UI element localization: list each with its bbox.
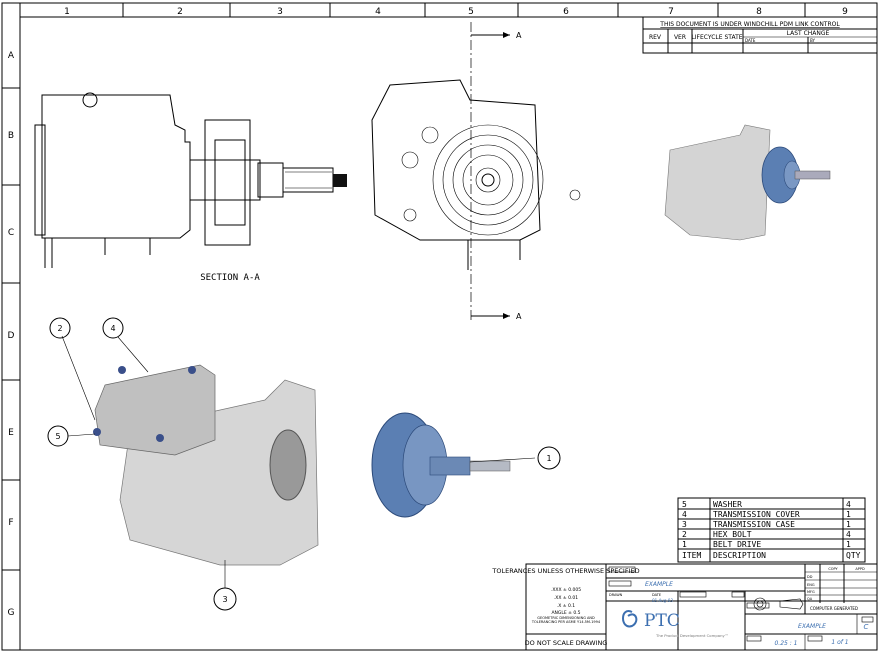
zone-row: E (8, 428, 14, 438)
zone-col: 9 (842, 7, 848, 17)
rev-header: REV (649, 34, 662, 41)
bom-description: TRANSMISSION_CASE (713, 520, 795, 529)
title-block: TOLERANCES UNLESS OTHERWISE SPECIFIED .X… (491, 563, 878, 651)
sheet-number: 1 of 1 (831, 639, 848, 646)
sheet-size: C (864, 623, 869, 631)
projection-symbol-icon (753, 597, 804, 611)
zone-col: 1 (64, 7, 70, 17)
scale-value: 0.25 : 1 (774, 640, 797, 647)
zone-col: 2 (177, 7, 183, 17)
check-row: ENG (807, 583, 815, 587)
company-tagline: The Product Development Company™ (655, 633, 729, 638)
isometric-view (664, 124, 831, 241)
bom-qty: 4 (846, 500, 851, 509)
part-name: EXAMPLE (645, 581, 673, 588)
bom-row: 3 TRANSMISSION_CASE 1 (682, 520, 851, 529)
bom-description: TRANSMISSION_COVER (713, 510, 800, 519)
zone-col: 8 (756, 7, 762, 17)
date-value: 01-Aug-03 (652, 598, 673, 603)
computer-generated: COMPUTER GENERATED (810, 606, 858, 611)
bom-description: HEX BOLT (713, 530, 752, 539)
check-row: DD (807, 575, 813, 579)
bom-item: 2 (682, 530, 687, 539)
zone-col: 7 (668, 7, 674, 17)
tolerance-line: ANGLE ± 0.5 (551, 610, 580, 616)
zone-col: 4 (375, 7, 381, 17)
bom-header-description: DESCRIPTION (713, 551, 766, 560)
date-label: DATE (652, 593, 661, 597)
revision-title: THIS DOCUMENT IS UNDER WINDCHILL PDM LIN… (659, 21, 840, 28)
ver-header: VER (674, 34, 686, 41)
zone-row: F (8, 518, 13, 528)
bom-qty: 1 (846, 520, 851, 529)
check-row: MFG (807, 590, 815, 594)
zone-col: 3 (277, 7, 283, 17)
tolerance-line: .XX ± 0.01 (554, 595, 578, 601)
ptc-logo: PTC The Product Development Company™ (622, 610, 729, 638)
section-marker-bottom: A (516, 312, 522, 321)
lifecycle-header: LIFECYCLE STATE (691, 34, 742, 41)
tolerance-title: TOLERANCES UNLESS OTHERWISE SPECIFIED (491, 567, 639, 575)
gdt-note: GEOMETRIC DIMENSIONING AND TOLERANCING P… (531, 616, 601, 624)
bom-description: WASHER (713, 500, 742, 509)
zone-columns: 1 2 3 4 5 6 7 8 9 (64, 3, 848, 17)
bom-item: 4 (682, 510, 687, 519)
tolerance-line: .X ± 0.1 (557, 603, 575, 609)
appd-label: APPD (855, 567, 865, 571)
bom-row: 2 HEX BOLT 4 (682, 530, 851, 539)
bom-item: 1 (682, 540, 687, 549)
bom-qty: 1 (846, 540, 851, 549)
bom-item: 5 (682, 500, 687, 509)
bom-description: BELT DRIVE (713, 540, 761, 549)
company-name: PTC (644, 611, 680, 631)
drawing-number: EXAMPLE (798, 623, 826, 630)
bom-qty: 4 (846, 530, 851, 539)
bom-row: 1 BELT DRIVE 1 (682, 540, 851, 549)
bom-item: 3 (682, 520, 687, 529)
zone-col: 6 (563, 7, 569, 17)
date-subheader: DATE (745, 38, 756, 43)
drawn-label: DRAWN (609, 593, 623, 597)
bom-row: 4 TRANSMISSION_COVER 1 (682, 510, 851, 519)
bill-of-materials: 5 WASHER 4 4 TRANSMISSION_COVER 1 3 TRAN… (677, 497, 866, 563)
zone-row: C (8, 228, 14, 238)
balloon-1: 1 (546, 454, 551, 463)
front-view: A A (371, 22, 581, 321)
balloon-5: 5 (55, 432, 60, 441)
section-marker-top: A (516, 31, 522, 40)
zone-row: D (8, 331, 15, 341)
bom-header-item: ITEM (682, 551, 701, 560)
zone-rows: A B C D E F G (2, 51, 20, 618)
zone-col: 5 (468, 7, 474, 17)
balloon-4: 4 (110, 324, 115, 333)
exploded-view (93, 364, 511, 566)
check-row: QA (807, 597, 813, 601)
balloon-3: 3 (222, 595, 227, 604)
zone-row: B (8, 131, 14, 141)
last-change-header: LAST CHANGE (787, 30, 830, 37)
section-label: SECTION A-A (200, 273, 260, 283)
tolerance-line: .XXX ± 0.005 (551, 587, 581, 593)
do-not-scale-note: DO NOT SCALE DRAWING (525, 639, 608, 647)
balloons: 2 4 5 1 3 (47, 317, 561, 611)
section-view: SECTION A-A (34, 92, 347, 283)
copy-label: COPY (828, 567, 838, 571)
revision-block: THIS DOCUMENT IS UNDER WINDCHILL PDM LIN… (642, 16, 878, 54)
zone-row: G (8, 608, 15, 618)
bom-row: 5 WASHER 4 (682, 500, 851, 509)
bom-header-qty: QTY (846, 551, 861, 560)
by-subheader: BY (810, 38, 816, 43)
balloon-2: 2 (57, 324, 62, 333)
bom-qty: 1 (846, 510, 851, 519)
zone-row: A (8, 51, 15, 61)
